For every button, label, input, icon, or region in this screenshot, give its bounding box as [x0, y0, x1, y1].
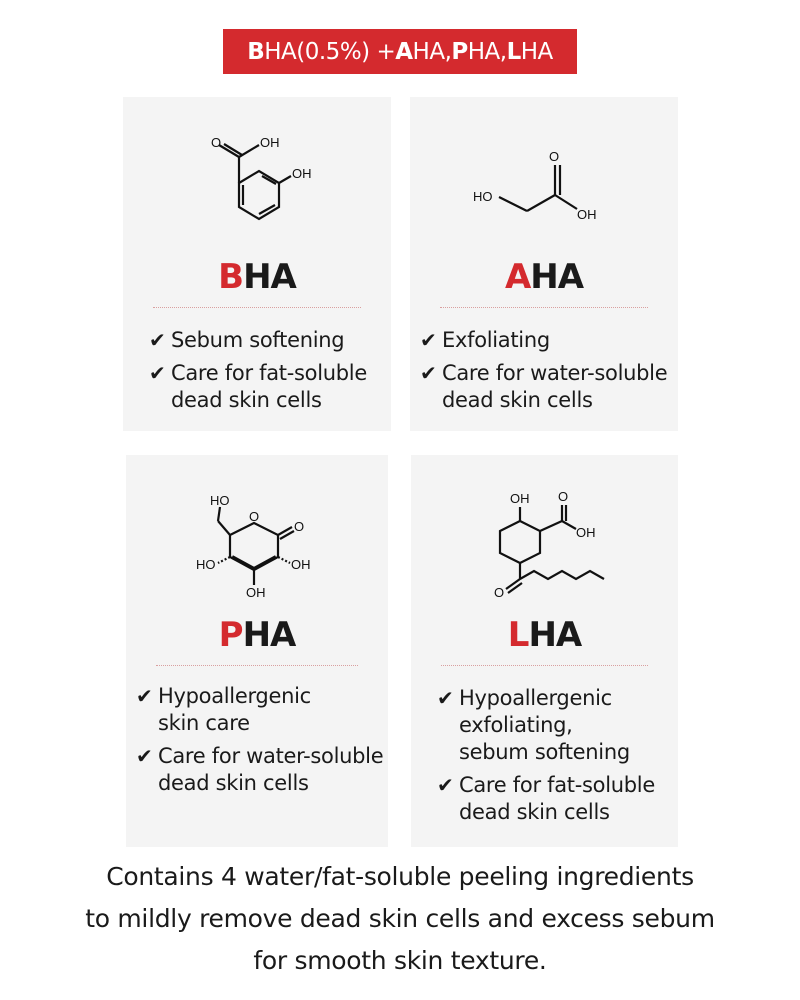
divider [156, 665, 358, 666]
label-o: O [294, 519, 304, 534]
label-ho: HO [210, 493, 230, 508]
aha-benefits: ✔ Exfoliating ✔ Care for water-soluble d… [420, 327, 668, 420]
label-o: O [549, 149, 559, 164]
label-ho: HO [196, 557, 216, 572]
label-o: O [211, 135, 221, 150]
label-o: O [494, 585, 504, 600]
label-oh: OH [577, 207, 597, 222]
check-icon: ✔ [149, 361, 166, 385]
pha-title: PHA [218, 615, 297, 655]
pha-benefits: ✔ Hypoallergenic skin care ✔ Care for wa… [136, 683, 384, 803]
label-oh: OH [576, 525, 596, 540]
lha-benefits: ✔ Hypoallergenic exfoliating, sebum soft… [437, 685, 655, 832]
divider [153, 307, 361, 308]
label-o: O [558, 491, 568, 504]
check-icon: ✔ [136, 744, 153, 768]
bha-title: BHA [218, 257, 297, 297]
salicylic-acid-structure: O OH OH [123, 127, 391, 247]
lha-card: OH O OH O LHA ✔ Hypoallergenic exfoliati… [411, 455, 678, 847]
aha-card: O HO OH AHA ✔ Exfoliating ✔ Care for wat… [410, 97, 678, 431]
label-oh: OH [510, 491, 530, 506]
check-icon: ✔ [437, 773, 454, 797]
label-oh: OH [291, 557, 311, 572]
label-oh: OH [292, 166, 312, 181]
glycolic-acid-structure: O HO OH [410, 149, 678, 229]
check-icon: ✔ [420, 328, 437, 352]
benefit-item: ✔ Hypoallergenic skin care [136, 684, 311, 735]
lha-structure: OH O OH O [411, 491, 678, 601]
divider [441, 665, 648, 666]
benefit-item: ✔ Sebum softening [149, 328, 345, 352]
benefit-item: ✔ Hypoallergenic exfoliating, sebum soft… [437, 686, 630, 764]
divider [440, 307, 648, 308]
check-icon: ✔ [437, 686, 454, 710]
pha-card: HO O O HO OH OH PHA ✔ Hypoallergenic ski… [126, 455, 388, 847]
label-ho: HO [473, 189, 493, 204]
check-icon: ✔ [420, 361, 437, 385]
check-icon: ✔ [149, 328, 166, 352]
bha-benefits: ✔ Sebum softening ✔ Care for fat-soluble… [149, 327, 367, 420]
label-o: O [249, 509, 259, 524]
benefit-item: ✔ Exfoliating [420, 328, 550, 352]
bha-card: O OH OH BHA ✔ Sebum softening ✔ Care for… [123, 97, 391, 431]
label-oh: OH [260, 135, 280, 150]
label-oh: OH [246, 585, 266, 600]
lha-title: LHA [507, 615, 582, 655]
aha-title: AHA [504, 257, 584, 297]
benefit-item: ✔ Care for water-soluble dead skin cells [420, 361, 668, 412]
benefit-item: ✔ Care for fat-soluble dead skin cells [149, 361, 367, 412]
description-text: Contains 4 water/fat-soluble peeling ing… [85, 862, 715, 975]
check-icon: ✔ [136, 684, 153, 708]
benefit-item: ✔ Care for water-soluble dead skin cells [136, 744, 384, 795]
gluconolactone-structure: HO O O HO OH OH [126, 491, 388, 601]
benefit-item: ✔ Care for fat-soluble dead skin cells [437, 773, 655, 824]
